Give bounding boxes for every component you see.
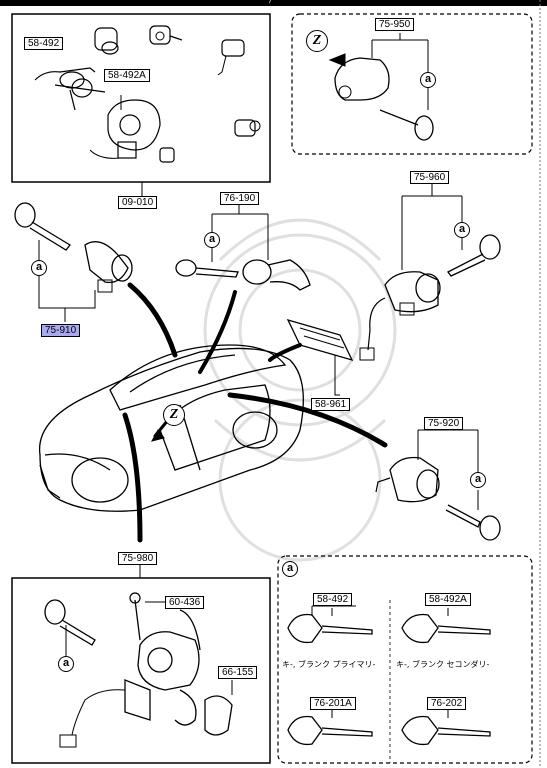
key-label-58-492A[interactable]: 58-492A xyxy=(425,593,471,606)
watermark-emblem xyxy=(203,218,397,562)
part-label-09-010[interactable]: 09-010 xyxy=(118,196,158,209)
box-key-blanks xyxy=(277,555,533,764)
marker-a-75-960: a xyxy=(454,222,470,238)
key-label-76-202[interactable]: 76-202 xyxy=(427,697,467,710)
part-label-76-190[interactable]: 76-190 xyxy=(220,192,260,205)
group-75-960 xyxy=(359,182,501,361)
part-label-58-492A[interactable]: 58-492A xyxy=(104,69,150,82)
header-caption: 7 xyxy=(268,0,272,5)
key-label-58-492[interactable]: 58-492 xyxy=(313,593,353,606)
legend-secondary: キ-, ブランク セコンダリ- xyxy=(396,660,490,669)
part-label-58-492[interactable]: 58-492 xyxy=(24,37,64,50)
key-label-76-201A[interactable]: 76-201A xyxy=(310,697,356,710)
part-label-75-920[interactable]: 75-920 xyxy=(424,417,464,430)
marker-z-car: Z xyxy=(163,404,185,426)
top-bar xyxy=(0,0,547,6)
box-75-950 xyxy=(291,13,533,155)
part-label-75-980[interactable]: 75-980 xyxy=(118,552,158,565)
group-75-910 xyxy=(14,202,133,322)
marker-a-76-190: a xyxy=(204,232,220,248)
part-label-66-155[interactable]: 66-155 xyxy=(218,666,258,679)
group-58-961 xyxy=(286,318,354,396)
part-label-75-960[interactable]: 75-960 xyxy=(410,171,450,184)
legend-primary: キ-, ブランク プライマリ- xyxy=(282,660,376,669)
marker-a-75-920: a xyxy=(470,472,486,488)
part-label-75-910[interactable]: 75-910 xyxy=(41,324,81,337)
marker-a-75-980: a xyxy=(58,656,74,672)
box-75-980 xyxy=(11,562,271,764)
marker-a-key-blanks: a xyxy=(282,561,298,577)
marker-z-top: Z xyxy=(306,30,328,52)
pointer-lines xyxy=(122,282,388,543)
part-label-60-436[interactable]: 60-436 xyxy=(165,596,205,609)
marker-a-75-950: a xyxy=(420,72,436,88)
marker-a-75-910: a xyxy=(31,260,47,276)
box-lock-set xyxy=(11,13,271,196)
car-illustration xyxy=(38,344,304,512)
group-76-190 xyxy=(175,204,311,291)
part-label-58-961[interactable]: 58-961 xyxy=(311,398,351,411)
part-label-75-950[interactable]: 75-950 xyxy=(375,18,415,31)
